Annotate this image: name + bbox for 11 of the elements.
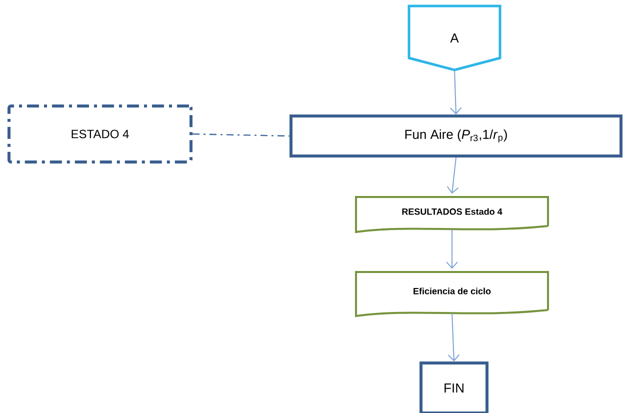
off-page-connector: A	[408, 4, 502, 72]
arrow	[446, 157, 459, 194]
arrow	[446, 228, 458, 269]
arrow	[450, 70, 462, 114]
process-box: Fun Aire (P$_{r3}$,1/r$_{p}$)	[290, 114, 622, 158]
process-box: FIN	[420, 362, 488, 413]
arrow	[448, 312, 460, 362]
document-shape: RESULTADOS Estado 4	[355, 196, 549, 233]
document-shape: Eficiencia de ciclo	[355, 271, 549, 317]
connector-line	[192, 133, 290, 137]
dashed-box: ESTADO 4	[8, 104, 192, 164]
